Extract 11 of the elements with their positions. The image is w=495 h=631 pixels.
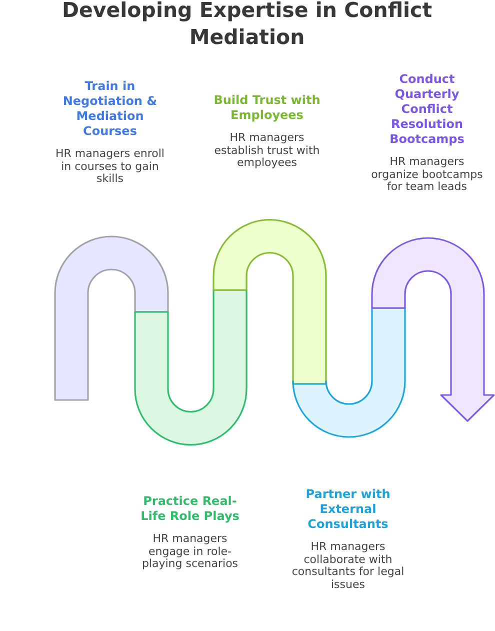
step-title: Practice Real-Life Role Plays bbox=[140, 494, 240, 524]
diagram-title: Developing Expertise in Conflict Mediation bbox=[60, 0, 434, 51]
step-title: Train in Negotiation & Mediation Courses bbox=[62, 79, 158, 139]
step-description: HR managers enroll in courses to gain skills bbox=[54, 148, 166, 186]
step-description: HR managers collaborate with consultants for legal issues bbox=[290, 541, 406, 591]
step-title: Partner with External Consultants bbox=[304, 487, 392, 532]
step-title: Conduct Quarterly Conflict Resolution Bootcamps bbox=[388, 72, 466, 147]
step-description: HR managers establish trust with employees bbox=[213, 132, 321, 170]
step-description: HR managers engage in role-playing scenarios bbox=[140, 533, 240, 570]
step-title: Build Trust with Employees bbox=[212, 93, 322, 123]
step-description: HR managers organize bootcamps for team leads bbox=[370, 156, 484, 194]
